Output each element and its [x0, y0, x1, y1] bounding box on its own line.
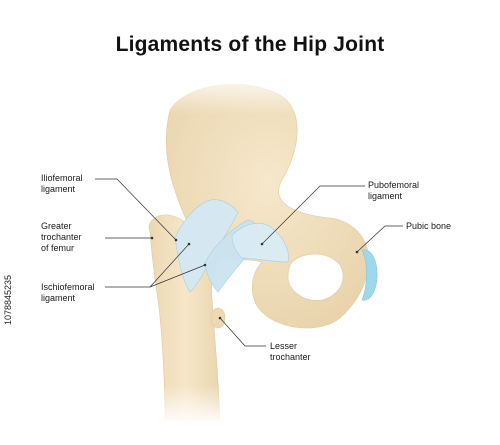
label-lesser-trochanter: Lesser trochanter: [270, 341, 311, 363]
label-lesser-line2: trochanter: [270, 352, 311, 362]
label-ischiofemoral-line2: ligament: [41, 293, 76, 303]
ilium-fade: [150, 70, 330, 115]
leader-pubofemoral: [261, 185, 365, 245]
leader-pubic-bone: [356, 225, 403, 253]
label-pubic-bone: Pubic bone: [406, 221, 452, 231]
dot-greater-trochanter: [150, 236, 154, 240]
leader-iliofemoral: [95, 178, 177, 241]
label-lesser-line1: Lesser: [270, 341, 298, 351]
dot-pubic-bone: [355, 250, 359, 254]
leader-ischiofemoral-2: [149, 264, 206, 288]
dot-lesser-trochanter: [218, 316, 222, 320]
femur-fade: [150, 385, 240, 425]
label-iliofemoral-ligament: Iliofemoral ligament: [41, 173, 83, 195]
label-iliofemoral-line2: ligament: [41, 184, 76, 194]
pubofemoral-ligament-band: [231, 222, 289, 263]
iliofemoral-ligament-band: [174, 199, 239, 293]
leader-lesser-trochanter: [219, 317, 266, 347]
leader-lines: [95, 178, 403, 347]
dot-ischio-2: [203, 263, 207, 267]
label-ischiofemoral-ligament: Ischiofemoral ligament: [41, 282, 95, 304]
page-title: Ligaments of the Hip Joint: [115, 33, 385, 56]
label-greater-trochanter: Greater trochanter of femur: [41, 221, 82, 254]
label-greater-line2: trochanter: [41, 232, 82, 242]
label-iliofemoral-line1: Iliofemoral: [41, 173, 83, 183]
dot-iliofemoral: [174, 238, 178, 242]
label-pubofemoral-line2: ligament: [368, 191, 403, 201]
dot-ischio-1: [187, 242, 191, 246]
label-ischiofemoral-line1: Ischiofemoral: [41, 282, 95, 292]
dot-pubofemoral: [260, 242, 264, 246]
obturator-foramen: [287, 253, 344, 301]
label-pubofemoral-line1: Pubofemoral: [368, 180, 420, 190]
label-greater-line1: Greater: [41, 221, 72, 231]
label-pubofemoral-ligament: Pubofemoral ligament: [368, 180, 419, 202]
image-id-text: 1078845235: [3, 274, 13, 325]
pubic-cartilage: [361, 249, 378, 301]
label-greater-line3: of femur: [41, 243, 75, 253]
lesser-trochanter-bump: [210, 307, 226, 329]
